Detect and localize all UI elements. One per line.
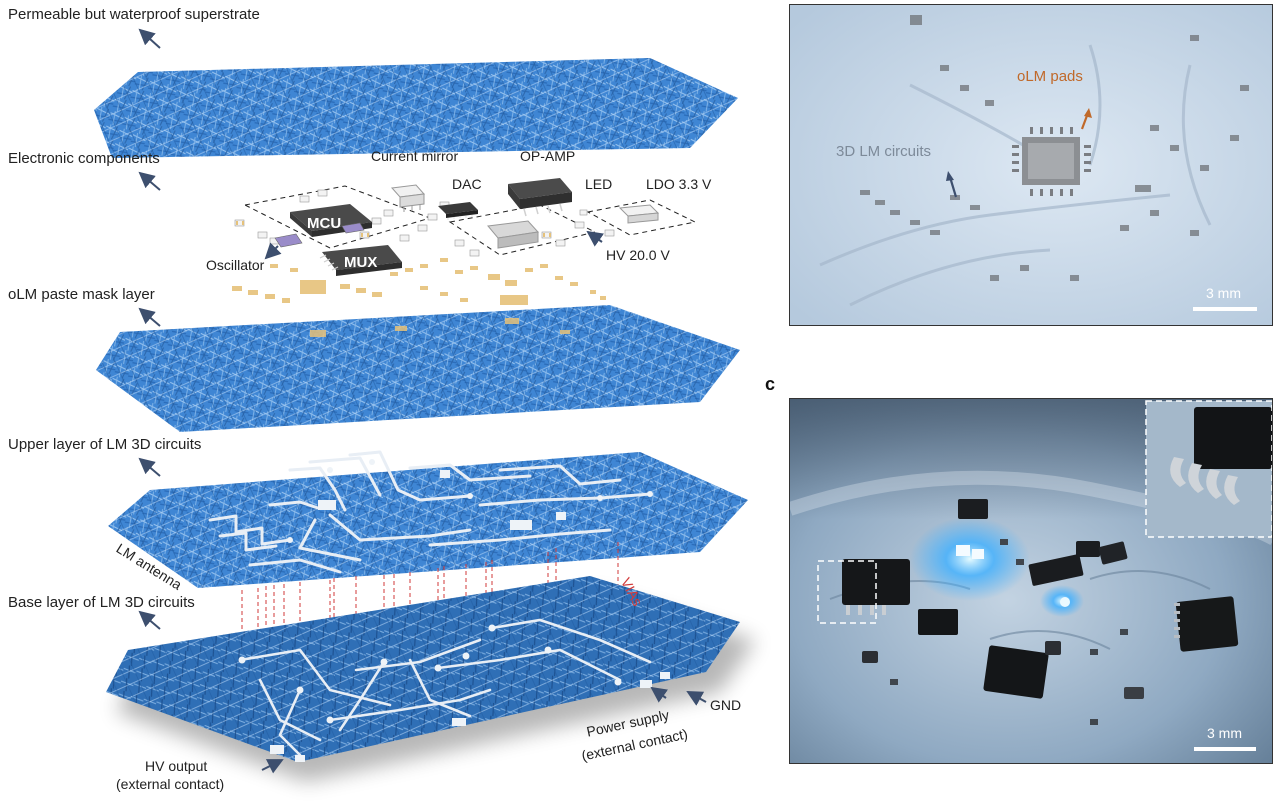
photo-bottom-inset <box>1145 400 1272 538</box>
label-op-amp: OP-AMP <box>520 148 576 164</box>
opamp-dashed-box <box>448 204 597 256</box>
upper-lm-circuit-layer <box>108 450 748 588</box>
photo-bottom-scale-label: 3 mm <box>1207 725 1242 741</box>
label-gnd: GND <box>710 697 742 713</box>
label-3d-lm-circuits: 3D LM circuits <box>836 143 932 160</box>
photo-bottom-image <box>790 399 1272 763</box>
base-traces <box>238 618 652 757</box>
label-led: LED <box>585 176 613 192</box>
photo-chips <box>842 499 1239 725</box>
label-oscillator: Oscillator <box>206 257 265 273</box>
label-upper-layer: Upper layer of LM 3D circuits <box>8 436 202 453</box>
label-hv-output-1: HV output <box>145 758 208 774</box>
photo-top-scale-label: 3 mm <box>1206 285 1241 301</box>
label-current-mirror: Current mirror <box>371 148 459 164</box>
label-superstrate: Permeable but waterproof superstrate <box>8 6 260 23</box>
label-base-layer: Base layer of LM 3D circuits <box>8 594 195 611</box>
paste-mask-mesh-layer <box>96 305 740 432</box>
photo-top-panel: oLM pads 3D LM circuits 3 mm <box>789 4 1273 326</box>
upper-traces <box>208 450 652 574</box>
exploded-layer-diagram: MCU MUX <box>94 28 756 782</box>
mcu-label: MCU <box>307 215 341 232</box>
superstrate-mesh-layer <box>94 58 738 158</box>
electronic-components-group: MCU MUX <box>234 178 697 276</box>
photo-bottom-scale-bar <box>1194 747 1256 751</box>
label-ldo: LDO 3.3 V <box>646 176 712 192</box>
photo-top-scale-bar <box>1193 307 1257 311</box>
label-olm-pads: oLM pads <box>1017 68 1083 85</box>
label-paste-mask: oLM paste mask layer <box>8 286 155 303</box>
base-lm-circuit-layer <box>106 576 756 782</box>
photo-top-image <box>790 5 1272 325</box>
label-hv: HV 20.0 V <box>606 247 670 263</box>
label-arrows <box>138 28 707 774</box>
mux-label: MUX <box>344 254 377 271</box>
label-dac: DAC <box>452 176 482 192</box>
label-electronic-components: Electronic components <box>8 150 160 167</box>
photo-bottom-panel: 3 mm <box>789 398 1273 764</box>
panel-letter-c: c <box>765 374 776 394</box>
label-hv-output-2: (external contact) <box>116 776 225 792</box>
